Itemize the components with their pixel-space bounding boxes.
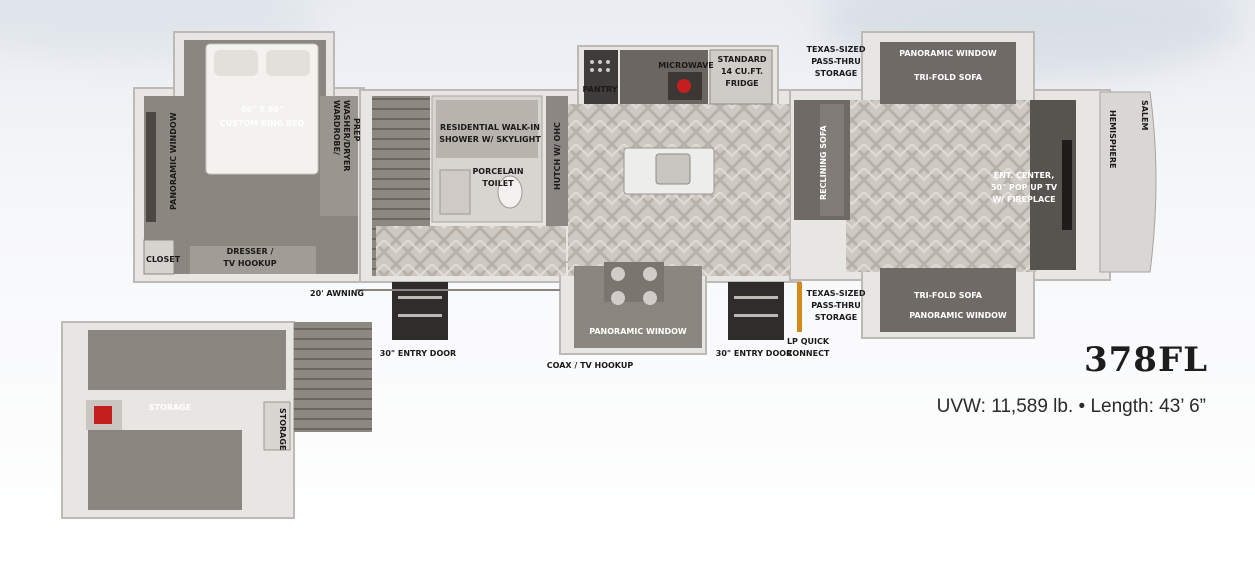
passthru-bottom-label-2: PASS-THRU	[811, 301, 860, 310]
fridge-label-3: FRIDGE	[725, 79, 758, 88]
fridge-label-1: STANDARD	[717, 55, 766, 64]
pillow-icon	[266, 50, 310, 76]
toilet-label-2: TOILET	[482, 179, 514, 188]
entry-door-right	[728, 282, 784, 340]
fridge	[709, 49, 773, 105]
chair-icon	[611, 291, 625, 305]
red-box-icon	[94, 406, 112, 424]
labels: 66" X 80" CUSTOM KING BED WARDROBE/ WASH…	[146, 45, 1058, 450]
step	[734, 296, 778, 299]
uvw-label: UVW:	[936, 396, 986, 417]
entry-door-left	[392, 282, 448, 340]
chair-icon	[643, 267, 657, 281]
lp-label-1: LP QUICK	[787, 337, 830, 346]
tv-icon	[1062, 140, 1072, 230]
dresser-label-2: TV HOOKUP	[223, 259, 276, 268]
length-value: 43’ 6”	[1159, 396, 1206, 417]
microwave-label: MICROWAVE	[658, 61, 714, 70]
window-bottom-label: PANORAMIC WINDOW	[909, 311, 1007, 320]
dresser-label-1: DRESSER /	[227, 247, 274, 256]
fridge-label-2: 14 CU.FT.	[721, 67, 763, 76]
recliner-cushion	[820, 104, 844, 216]
dresser	[190, 246, 316, 274]
living-floor	[846, 100, 1036, 272]
passthru-bottom-label-1: TEXAS-SIZED	[806, 289, 865, 298]
vanity	[439, 169, 471, 215]
awning-label: 20' AWNING	[310, 289, 364, 298]
bed-label-2: CUSTOM KING BED	[220, 119, 305, 128]
ent-center-label-2: 50" POP UP TV	[991, 183, 1058, 192]
entry-door-right-label: 30" ENTRY DOOR	[716, 349, 792, 358]
king-bed	[205, 43, 319, 175]
sink-icon	[655, 153, 691, 185]
pantry-label: PANTRY	[583, 85, 618, 94]
shower-label-2: SHOWER W/ SKYLIGHT	[439, 135, 541, 144]
dinette-window-label: PANORAMIC WINDOW	[589, 327, 687, 336]
trifold-top-label: TRI-FOLD SOFA	[914, 73, 983, 82]
brand-logo: SALEM	[1140, 100, 1149, 131]
trifold-bottom-label: TRI-FOLD SOFA	[914, 291, 983, 300]
passthru-top-label-3: STORAGE	[815, 69, 857, 78]
chair-icon	[611, 267, 625, 281]
ent-center-label-1: ENT. CENTER,	[994, 171, 1055, 180]
length-label: Length:	[1090, 396, 1154, 417]
hall-floor	[376, 226, 566, 276]
lp-label-2: CONNECT	[787, 349, 830, 358]
reclining-sofa-label: RECLINING SOFA	[819, 125, 828, 200]
chair-icon	[643, 291, 657, 305]
hutch	[546, 96, 568, 226]
pantry	[584, 50, 618, 104]
uvw-value: 11,589 lb.	[991, 396, 1074, 417]
step	[398, 314, 442, 317]
spec-separator: •	[1078, 396, 1086, 417]
lp-connect-icon	[797, 282, 802, 332]
toilet-label-1: PORCELAIN	[472, 167, 523, 176]
bed-label-1: 66" X 80"	[241, 105, 283, 114]
window-top-label: PANORAMIC WINDOW	[899, 49, 997, 58]
toilet-icon	[497, 175, 523, 209]
wardrobe-label-1: WARDROBE/	[332, 100, 341, 155]
kettle-icon	[677, 79, 691, 93]
model-name: 378FL	[1083, 340, 1208, 380]
pantry-knobs	[590, 60, 610, 72]
spec-line: UVW: 11,589 lb. • Length: 43’ 6”	[880, 396, 1206, 418]
shower	[436, 100, 538, 158]
trifold-sofa-bottom	[880, 268, 1016, 332]
front-cap	[1099, 91, 1157, 273]
wardrobe-label-2: WASHER/DRYER	[342, 100, 351, 171]
passthru-top-label-1: TEXAS-SIZED	[806, 45, 865, 54]
storage-small-label: STORAGE	[278, 408, 287, 450]
storage-upper	[88, 330, 286, 390]
ent-center-label-3: W/ FIREPLACE	[992, 195, 1055, 204]
wardrobe-label-3: PREP	[352, 118, 361, 141]
entry-door-left-label: 30" ENTRY DOOR	[380, 349, 456, 358]
closet-label: CLOSET	[146, 255, 181, 264]
step	[734, 314, 778, 317]
bedroom-window-label: PANORAMIC WINDOW	[169, 112, 178, 210]
hutch-label: HUTCH W/ OHC	[553, 122, 562, 190]
wardrobe	[320, 96, 358, 216]
trifold-sofa-top	[880, 42, 1016, 104]
passthru-top-label-2: PASS-THRU	[811, 57, 860, 66]
step	[398, 296, 442, 299]
storage-lower-label: STORAGE	[149, 403, 191, 412]
shower-label-1: RESIDENTIAL WALK-IN	[440, 123, 540, 132]
coax-label: COAX / TV HOOKUP	[547, 361, 634, 370]
bedroom-window	[146, 112, 156, 222]
lower-stairs	[294, 322, 372, 432]
closet	[143, 239, 175, 275]
storage-small	[263, 401, 291, 451]
pillow-icon	[214, 50, 258, 76]
storage-lower	[88, 430, 242, 510]
passthru-bottom-label-3: STORAGE	[815, 313, 857, 322]
brand-subtext: HEMISPHERE	[1108, 110, 1117, 169]
